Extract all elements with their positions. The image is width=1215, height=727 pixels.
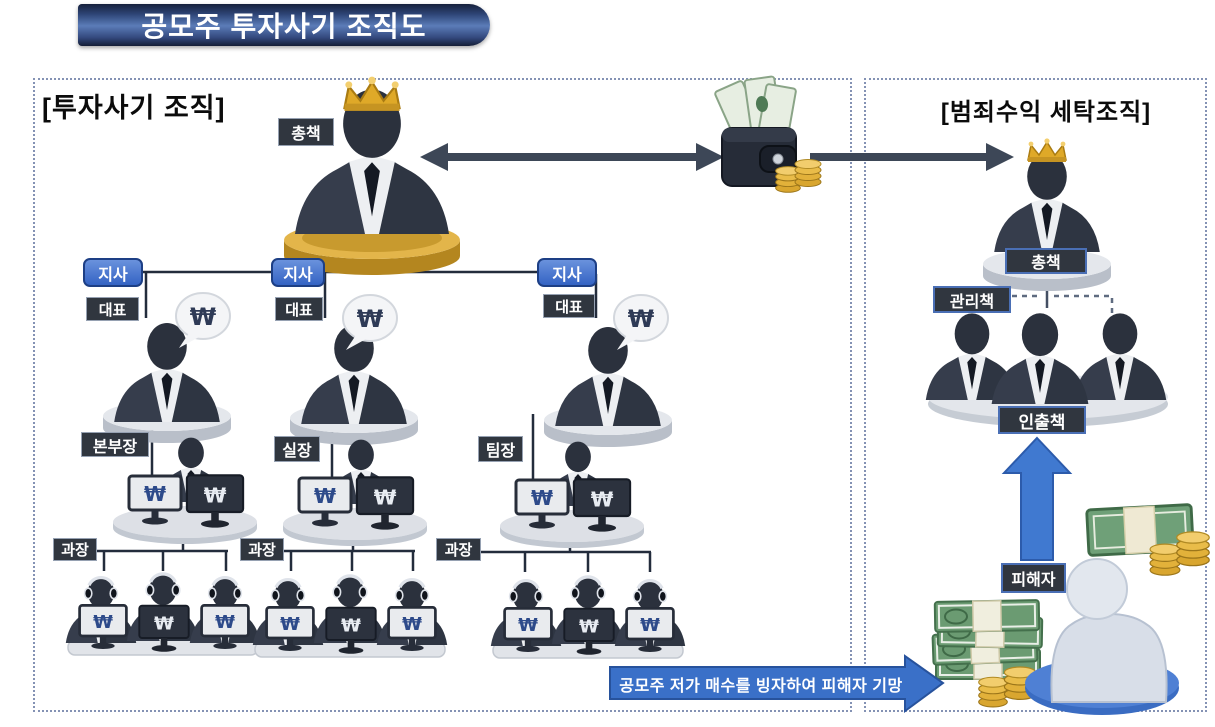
crown-icon <box>343 75 401 112</box>
label-hq-head: 본부장 <box>81 432 149 457</box>
label-branch-2: 지사 <box>271 258 325 287</box>
suit-person-icon <box>991 313 1089 404</box>
bottom-flow-arrow <box>609 654 945 713</box>
money-flow-arrow-right <box>810 143 1014 171</box>
victim-figure <box>1025 558 1179 715</box>
fraud-section-title: [투자사기 조직] <box>42 93 226 123</box>
bottom-arrow-label: 공모주 저가 매수를 빙자하여 피해자 기망 <box>619 678 903 695</box>
label-team-head: 팀장 <box>478 436 523 462</box>
callcenter-team-figure-2 <box>253 575 447 657</box>
label-withdrawer: 인출책 <box>998 406 1086 434</box>
label-branch-3: 지사 <box>537 258 597 287</box>
laundering-org-box <box>864 78 1207 712</box>
label-office-head: 실장 <box>274 436 320 462</box>
label-manager-right: 관리책 <box>933 286 1011 313</box>
coin-stack-icon <box>978 676 1008 708</box>
representative-figure-1 <box>103 323 231 443</box>
coin-stack-icon <box>1176 531 1210 567</box>
suit-person-icon <box>994 153 1100 252</box>
money-flow-arrow-left <box>420 143 724 171</box>
laundering-section-title: [범죄수익 세탁조직] <box>940 99 1152 126</box>
crown-icon <box>1027 137 1067 163</box>
label-section-chief-3: 과장 <box>436 538 481 561</box>
page-title: 공모주 투자사기 조직도 <box>78 4 490 46</box>
fraud-org-box <box>33 78 852 712</box>
label-rep-1: 대표 <box>86 297 139 321</box>
callcenter-team-figure-3 <box>491 576 685 658</box>
label-victim: 피해자 <box>1001 563 1066 593</box>
label-rep-3: 대표 <box>543 294 595 318</box>
label-rep-2: 대표 <box>275 297 323 321</box>
cash-bundle-icon <box>933 599 1041 633</box>
label-boss-right: 총책 <box>1005 248 1087 274</box>
boss-figure-left <box>284 75 460 275</box>
label-section-chief-2: 과장 <box>240 538 284 561</box>
cash-up-arrow <box>1001 436 1073 561</box>
suit-person-icon <box>295 89 449 234</box>
withdrawer-figures <box>925 313 1168 427</box>
callcenter-team-figure-1 <box>66 573 260 655</box>
label-boss-left: 총책 <box>278 118 334 146</box>
representative-figure-3 <box>544 327 672 447</box>
suit-person-icon <box>1073 313 1167 400</box>
coin-stack-icon <box>794 159 822 187</box>
wallet-icon <box>714 75 822 193</box>
label-section-chief-1: 과장 <box>53 538 97 561</box>
label-branch-1: 지사 <box>83 258 143 287</box>
coin-stack-icon <box>1149 543 1181 576</box>
